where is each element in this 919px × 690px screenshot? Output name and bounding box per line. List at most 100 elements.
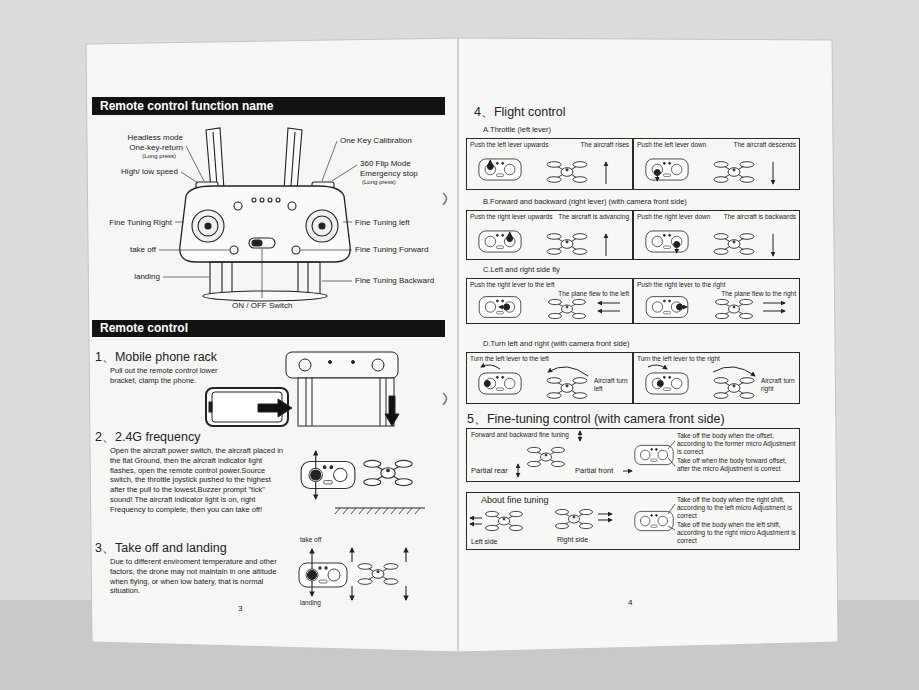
remote-controller-figure: [276, 198, 280, 202]
fine-tuning-figure: [668, 526, 675, 530]
fine-tuning-figure: [623, 471, 632, 472]
control-cell-text: The aircraft descends: [733, 141, 796, 149]
takeoff-landing-figure: [405, 586, 406, 600]
part-label: One-key-return: [129, 143, 183, 153]
fine-tuning-box: About fine tuningLeft sideRight sideTake…: [466, 492, 800, 550]
control-cell: Push the left lever upwardsThe aircraft …: [466, 138, 633, 190]
takeoff-landing-figure: [311, 549, 312, 569]
control-cell-text: Push the left lever down: [637, 141, 706, 149]
fine-tuning-figure: [518, 464, 519, 477]
control-cell: Push the left lever down The aircraft des…: [633, 138, 800, 190]
fine-tuning-figure: [635, 511, 673, 530]
fine-tuning-box-text: About fine tuning: [481, 495, 549, 506]
sub-heading: A.Throttle (left lever): [483, 125, 551, 135]
leader-line: [163, 277, 209, 278]
takeoff-landing-figure: [358, 564, 398, 585]
phone-rack-figure: [258, 399, 292, 417]
part-note: (Long press): [142, 153, 176, 161]
leader-line: [322, 141, 337, 181]
figure-label: take off: [300, 536, 321, 544]
control-cell: Push the right lever upwardsThe aircraft…: [466, 210, 633, 260]
flight-control-figure: [646, 297, 688, 318]
leader-line: [175, 222, 184, 223]
takeoff-landing-figure: [351, 586, 352, 600]
phone-rack-figure: [286, 352, 398, 378]
control-cell-text: Turn the left lever to the right: [637, 355, 720, 363]
remote-controller-figure: [284, 128, 302, 190]
body-text: Due to different enviroment temperature …: [110, 557, 286, 596]
remote-controller-figure: [234, 202, 242, 210]
phone-rack-figure: [329, 361, 332, 364]
control-cell-text: The plane flew to the left: [558, 290, 629, 298]
flight-control-figure: [657, 381, 663, 387]
part-label: take off: [130, 245, 156, 255]
takeoff-landing-figure: [308, 571, 317, 580]
takeoff-landing-figure: [311, 581, 312, 596]
phone-rack-figure: [299, 359, 311, 371]
fine-tuning-box: Forward and backward fine tuningPartial …: [466, 428, 800, 482]
remote-controller-figure: [221, 262, 222, 296]
control-cell-text: The aircraft is advancing: [558, 213, 629, 221]
flight-control-figure: [606, 162, 607, 184]
control-cell-text: The aircraft rises: [581, 141, 629, 149]
phone-rack-figure: [380, 378, 381, 426]
remote-controller-figure: [192, 210, 224, 242]
fine-tuning-box-text: Partial rear: [471, 466, 508, 475]
sub-heading: B.Forward and backward (right lever) (wi…: [483, 197, 687, 207]
part-label: Headless mode: [127, 133, 183, 143]
section-heading: 4、Flight control: [474, 104, 566, 120]
remote-controller-figure: [203, 291, 327, 301]
remote-controller-figure: [180, 186, 350, 262]
leader-line: [159, 250, 229, 251]
remote-controller-figure: [268, 198, 272, 202]
fine-tuning-figure: [635, 445, 673, 464]
leader-line: [322, 281, 352, 282]
remote-controller-figure: [307, 262, 308, 296]
photo-background: [443, 193, 447, 205]
remote-controller-figure: [180, 128, 350, 301]
leader-line: [262, 249, 263, 298]
remote-controller-figure: [292, 246, 300, 254]
remote-controller-figure: [198, 216, 218, 236]
frequency-figure: [301, 462, 355, 489]
flight-control-figure: [490, 160, 491, 170]
remote-controller-figure: [206, 128, 224, 190]
remote-controller-figure: [306, 210, 338, 242]
fine-tuning-figure: [668, 441, 675, 449]
figure-label: landing: [300, 599, 321, 607]
part-label: landing: [134, 272, 160, 282]
flight-control-figure: [646, 231, 688, 252]
flight-control-figure: [677, 307, 687, 308]
section-heading: 2、2.4G frequency: [95, 429, 200, 445]
remote-controller-figure: [288, 202, 296, 210]
remote-controller-figure: [252, 240, 262, 246]
control-cell-text: Aircraft turn left: [594, 377, 630, 393]
part-label: ON / OFF Switch: [232, 301, 292, 311]
flight-control-figure: [547, 378, 587, 399]
phone-rack-figure: [386, 378, 387, 426]
frequency-figure: [311, 470, 321, 480]
control-cell-text: Aircraft turn right: [761, 377, 797, 393]
leader-line: [159, 141, 357, 298]
fine-tuning-box-text: Right side: [557, 536, 588, 544]
control-cell-text: The aircraft is backwards: [724, 213, 796, 221]
section-heading: 5、Fine-tuning control (with camera front…: [467, 411, 725, 427]
fine-tuning-figure: [668, 458, 675, 466]
flight-control-figure: [509, 232, 510, 242]
part-note: (Long press): [362, 179, 396, 187]
fine-tuning-box-text: Take off the body when the offset, accor…: [677, 432, 797, 455]
fine-tuning-figure: [486, 511, 523, 530]
flight-control-figure: [714, 378, 754, 399]
sub-heading: C.Left and right side fly: [483, 265, 560, 275]
control-cell-text: Turn the left lever to the left: [470, 355, 549, 363]
part-label: One Key Calibration: [340, 136, 412, 146]
phone-rack-figure: [385, 396, 399, 426]
remote-controller-figure: [319, 223, 325, 229]
takeoff-landing-figure: [299, 563, 347, 587]
fine-tuning-figure: [668, 504, 675, 514]
flight-control-figure: [598, 303, 620, 304]
part-label: Fine Tuning Backward: [355, 276, 434, 286]
photo-background: [457, 38, 459, 652]
